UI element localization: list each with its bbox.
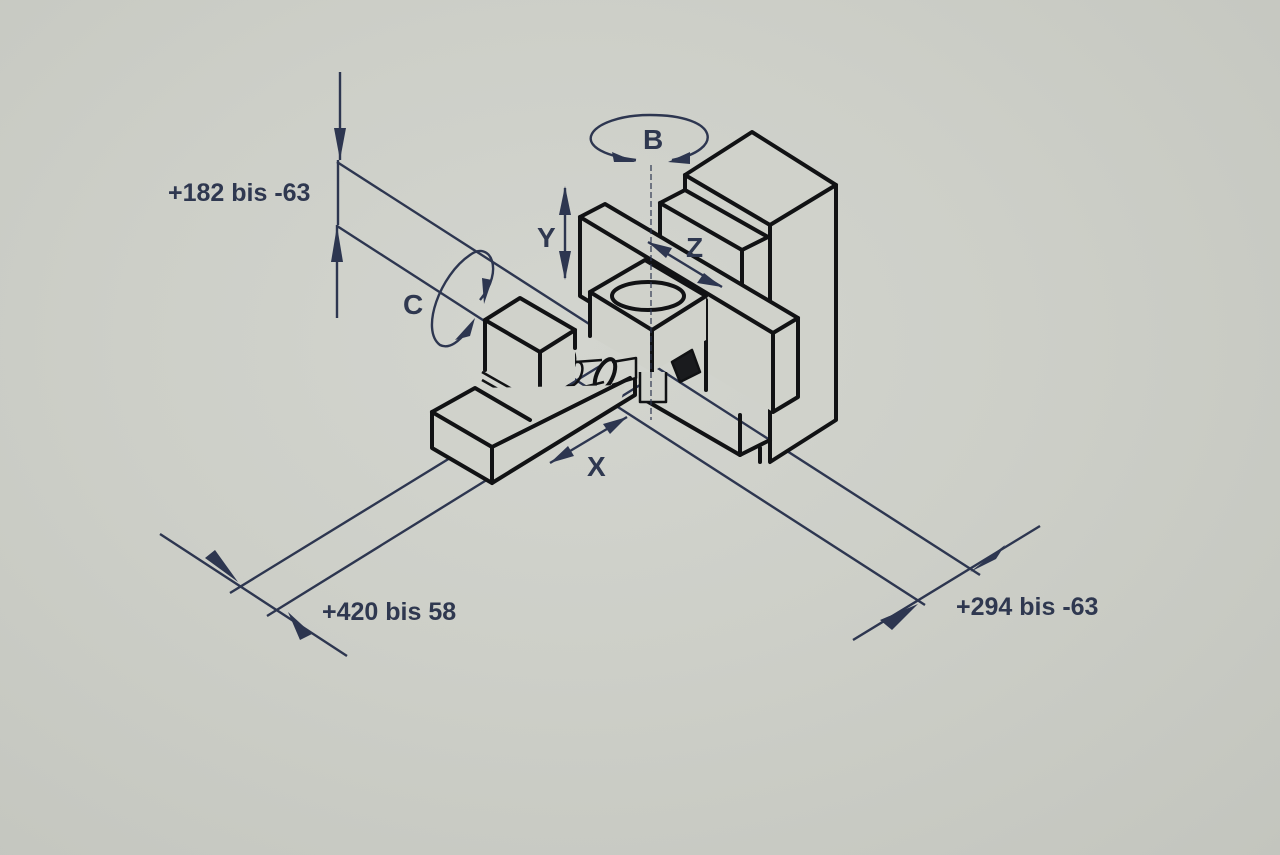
dimension-label-right: +294 bis -63 [956,593,1099,621]
axis-label-z: Z [686,232,704,263]
tool-holder [638,348,702,404]
machine-body [430,130,838,485]
dimension-lines [159,72,1041,658]
axis-label-c: C [403,289,424,320]
c-rotation-arc [430,249,495,348]
b-rotation-arc [589,113,709,162]
axis-label-y: Y [537,222,556,253]
dimension-label-left: +420 bis 58 [322,598,457,626]
lower-body [643,373,772,464]
axis-label-x: X [587,451,606,482]
axis-label-b: B [643,124,664,155]
motion-indicators [430,113,723,465]
headstock [481,296,577,415]
dimension-label-vertical: +182 bis -63 [168,179,311,207]
bed [430,376,637,485]
spindle-head [588,258,708,374]
